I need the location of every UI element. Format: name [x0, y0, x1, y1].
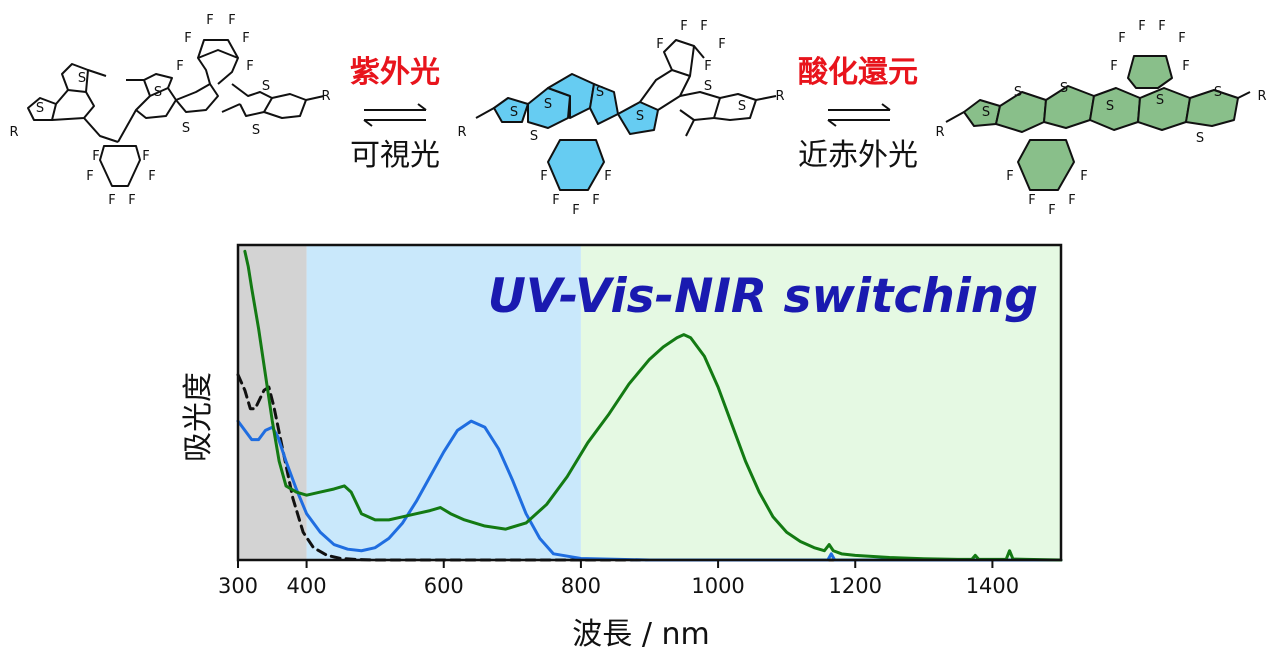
atom-label-s: S — [636, 109, 644, 124]
atom-label-s: S — [154, 85, 162, 100]
atom-label-f: F — [704, 59, 711, 74]
atom-label-f: F — [1068, 193, 1075, 208]
atom-label-s: S — [1196, 131, 1204, 146]
atom-label-r: R — [9, 125, 18, 140]
atom-label-r: R — [457, 125, 466, 140]
atom-label-s: S — [738, 99, 746, 114]
atom-label-f: F — [176, 59, 183, 74]
molecule-closed-form-cyan — [475, 39, 777, 191]
atom-label-f: F — [1178, 31, 1185, 46]
atom-label-s: S — [596, 85, 604, 100]
atom-label-f: F — [206, 13, 213, 28]
atom-label-s: S — [982, 105, 990, 120]
atom-label-f: F — [700, 19, 707, 34]
atom-label-f: F — [228, 13, 235, 28]
arrow2-label-nir: 近赤外光 — [798, 138, 918, 173]
atom-label-s: S — [1060, 81, 1068, 96]
molecule-open-form — [27, 39, 325, 187]
atom-label-f: F — [1006, 169, 1013, 184]
arrow2-label-redox: 酸化還元 — [798, 55, 918, 90]
atom-label-s: S — [262, 79, 270, 94]
atom-label-f: F — [92, 149, 99, 164]
chart-title: UV-Vis-NIR switching — [488, 269, 1038, 324]
x-tick-label-600: 600 — [424, 574, 464, 598]
atom-label-f: F — [592, 193, 599, 208]
photo-switch-arrows — [363, 103, 427, 127]
atom-label-f: F — [242, 31, 249, 46]
atom-label-f: F — [128, 193, 135, 208]
atom-label-s: S — [704, 79, 712, 94]
atom-label-s: S — [36, 101, 44, 116]
atom-label-r: R — [775, 89, 784, 104]
atom-label-f: F — [552, 193, 559, 208]
y-axis-title: 吸光度 — [181, 372, 216, 462]
series-line-0 — [236, 373, 1063, 562]
absorption-chart: 300 400 600 800 1000 1200 1400 UV-Vis-NIR swit… — [181, 243, 1063, 652]
atom-label-f: F — [142, 149, 149, 164]
atom-label-f: F — [148, 169, 155, 184]
molecule-oxidized-form-green — [945, 55, 1251, 191]
atom-label-f: F — [656, 37, 663, 52]
x-tick-label-1000: 1000 — [691, 574, 744, 598]
atom-label-s: S — [530, 129, 538, 144]
region-2 — [580, 245, 1061, 560]
atom-label-f: F — [1110, 59, 1117, 74]
atom-label-f: F — [1080, 169, 1087, 184]
atom-label-r: R — [935, 125, 944, 140]
atom-label-s: S — [1156, 93, 1164, 108]
atom-label-f: F — [680, 19, 687, 34]
x-axis-title: 波長 / nm — [572, 617, 709, 652]
arrow1-label-uv: 紫外光 — [350, 55, 440, 90]
atom-label-f: F — [108, 193, 115, 208]
atom-label-s: S — [78, 71, 86, 86]
atom-label-s: S — [182, 121, 190, 136]
atom-label-f: F — [86, 169, 93, 184]
atom-label-s: S — [510, 105, 518, 120]
x-tick-label-800: 800 — [561, 574, 601, 598]
reaction-scheme — [27, 39, 1251, 191]
atom-label-f: F — [1118, 31, 1125, 46]
atom-label-f: F — [1138, 19, 1145, 34]
atom-label-f: F — [572, 203, 579, 218]
atom-label-f: F — [1048, 203, 1055, 218]
atom-label-f: F — [718, 37, 725, 52]
atom-label-s: S — [252, 123, 260, 138]
x-tick-label-1200: 1200 — [829, 574, 882, 598]
atom-label-f: F — [1028, 193, 1035, 208]
wavelength-regions — [238, 245, 1061, 560]
atom-label-s: S — [1014, 85, 1022, 100]
x-tick-label-1400: 1400 — [966, 574, 1019, 598]
region-1 — [306, 245, 581, 560]
atom-label-f: F — [604, 169, 611, 184]
atom-label-f: F — [1182, 59, 1189, 74]
plot-frame — [236, 243, 1063, 562]
atom-label-r: R — [1257, 89, 1266, 104]
x-tick-label-400: 400 — [287, 574, 327, 598]
atom-label-s: S — [1106, 99, 1114, 114]
atom-label-s: S — [544, 97, 552, 112]
atom-label-r: R — [321, 89, 330, 104]
atom-label-f: F — [1158, 19, 1165, 34]
redox-switch-arrows — [827, 103, 891, 127]
x-tick-label-300: 300 — [218, 574, 258, 598]
atom-label-f: F — [246, 59, 253, 74]
arrow1-label-visible: 可視光 — [350, 138, 440, 173]
atom-label-f: F — [540, 169, 547, 184]
atom-label-s: S — [1214, 85, 1222, 100]
atom-label-f: F — [184, 31, 191, 46]
x-axis-ticks: 300 400 600 800 1000 1200 1400 — [218, 560, 1019, 598]
